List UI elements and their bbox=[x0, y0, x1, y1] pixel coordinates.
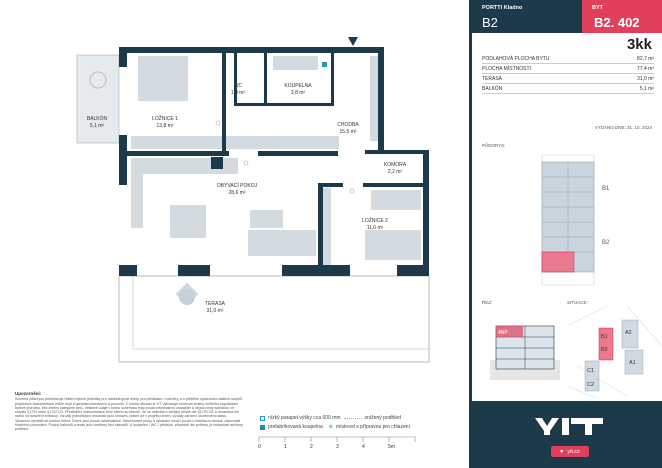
building-floor-map bbox=[541, 154, 595, 286]
floorplan-label: PŮDORYS: bbox=[482, 143, 506, 148]
unit-header: BYT B2. 402 bbox=[582, 0, 662, 33]
notice: Upozornění:Schéma půdorysu představuje ř… bbox=[15, 391, 243, 432]
shaft-icon bbox=[322, 62, 327, 67]
website-link[interactable]: ♥yit.cz bbox=[551, 446, 589, 457]
legend-lowered-ceiling: snížený podhled bbox=[364, 415, 401, 421]
heart-icon: ♥ bbox=[560, 448, 564, 455]
cooling-icons bbox=[215, 120, 355, 194]
walls bbox=[119, 47, 429, 276]
balcony-table-icon bbox=[89, 71, 107, 89]
cooling-icon: ⊛ bbox=[328, 424, 333, 430]
info-panel: PORTTI Kladno B2 BYT B2. 402 3kk PODLAHO… bbox=[469, 0, 662, 468]
issue-date: VYDÁNO DNE: 31. 10. 2024 bbox=[594, 125, 652, 130]
scale-bar: 0 1 2 3 4 5m bbox=[258, 435, 418, 455]
b1-label: B1 bbox=[602, 186, 610, 192]
project-header: PORTTI Kladno B2 bbox=[472, 0, 582, 33]
balcony bbox=[76, 54, 120, 144]
svg-text:B1: B1 bbox=[601, 334, 608, 340]
svg-text:A1: A1 bbox=[629, 360, 636, 366]
furniture bbox=[131, 56, 421, 268]
prefab-bath-icon bbox=[260, 424, 265, 430]
situation-map: B1 B2 A2 A1 C1 C2 bbox=[567, 306, 662, 398]
floor-plan bbox=[76, 37, 430, 363]
unit-layout: 3kk bbox=[626, 36, 652, 53]
footer: ♥yit.cz bbox=[472, 401, 662, 468]
floor-tag: 4NP bbox=[498, 330, 508, 336]
svg-text:C2: C2 bbox=[587, 382, 594, 388]
low-parapet-icon bbox=[260, 415, 265, 421]
building-section: 4NP bbox=[490, 325, 560, 380]
b2-label: B2 bbox=[602, 240, 610, 246]
svg-text:A2: A2 bbox=[625, 330, 632, 336]
entrance-arrow-icon bbox=[348, 37, 358, 46]
legend-prefab-bath: prefabrikovaná koupelna⊛místnost s přípr… bbox=[260, 424, 410, 430]
cut-label: ŘEZ: bbox=[482, 300, 493, 305]
situation-label: SITUACE: bbox=[567, 300, 588, 305]
yit-logo bbox=[535, 418, 603, 435]
svg-text:B2: B2 bbox=[601, 347, 608, 353]
svg-text:C1: C1 bbox=[587, 368, 594, 374]
